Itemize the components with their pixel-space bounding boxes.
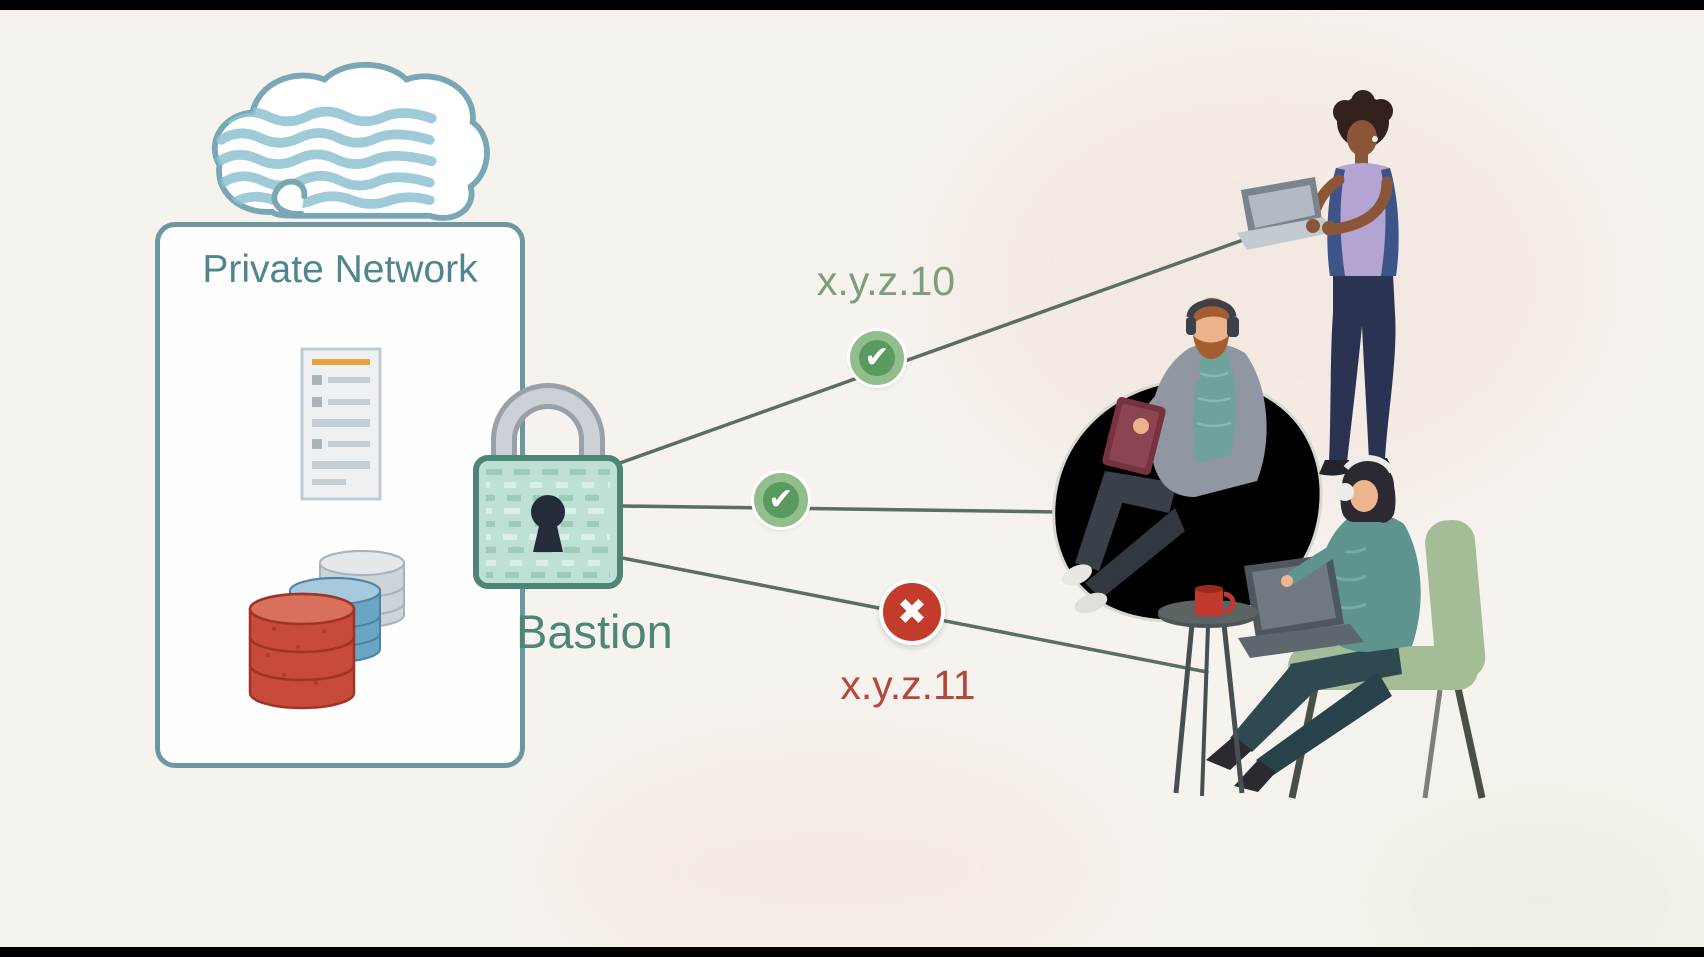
background-blob bbox=[540, 740, 1120, 957]
keyhole-icon bbox=[531, 495, 565, 529]
shoe bbox=[1234, 760, 1276, 792]
status-allowed-badge: ✔ bbox=[850, 331, 904, 385]
shoe bbox=[1319, 460, 1351, 476]
vest bbox=[1327, 168, 1345, 276]
sweater bbox=[1193, 351, 1236, 463]
cloud-stripes bbox=[214, 106, 437, 209]
sweater-pattern bbox=[1196, 371, 1232, 428]
letterbox-top bbox=[0, 0, 1704, 10]
laptop-icon bbox=[1238, 554, 1364, 658]
connection-line-allowed-2 bbox=[620, 504, 1064, 514]
hand bbox=[1306, 219, 1320, 233]
bastion-padlock-icon bbox=[473, 383, 623, 589]
database-red bbox=[248, 592, 356, 710]
earbud-icon bbox=[1372, 136, 1378, 142]
private-network-label: Private Network bbox=[202, 248, 478, 291]
beanbag-person-illustration bbox=[1052, 297, 1323, 623]
sneaker bbox=[1074, 592, 1108, 614]
shoe bbox=[1206, 736, 1252, 770]
person-legs bbox=[1206, 644, 1402, 792]
standing-person-illustration bbox=[1237, 90, 1399, 476]
connection-line-allowed-1 bbox=[618, 238, 1245, 465]
sneaker bbox=[1062, 564, 1092, 586]
person-legs bbox=[1062, 471, 1185, 614]
hand bbox=[1133, 418, 1149, 434]
bastion-label: Bastion bbox=[516, 605, 673, 658]
mug-icon bbox=[1195, 585, 1236, 616]
status-allowed-badge: ✔ bbox=[754, 473, 808, 527]
background-blob bbox=[1360, 800, 1704, 957]
letterbox-bottom bbox=[0, 947, 1704, 957]
side-table bbox=[1158, 600, 1258, 797]
leggings bbox=[1329, 274, 1396, 462]
cloud-icon bbox=[211, 61, 490, 221]
ip-label-denied: x.y.z.11 bbox=[840, 662, 976, 708]
chair-back bbox=[1425, 519, 1486, 681]
headphones-icon bbox=[1336, 455, 1395, 501]
tablet-icon bbox=[1102, 397, 1166, 475]
arm bbox=[1285, 537, 1353, 585]
database-texture bbox=[266, 627, 326, 685]
face bbox=[1347, 120, 1377, 156]
server-accent-bar bbox=[312, 359, 370, 365]
hand bbox=[1281, 575, 1293, 587]
check-icon: ✔ bbox=[768, 483, 794, 516]
server-rows bbox=[312, 375, 370, 485]
hand bbox=[1322, 221, 1336, 235]
cloud-curl bbox=[271, 178, 308, 217]
seated-person-illustration bbox=[1158, 455, 1486, 799]
cross-icon: ✖ bbox=[896, 591, 928, 632]
database-stack-icon bbox=[248, 550, 405, 710]
face bbox=[1350, 480, 1378, 512]
ip-label-allowed: x.y.z.10 bbox=[816, 258, 956, 304]
laptop-icon bbox=[1237, 177, 1335, 250]
server-icon bbox=[300, 347, 382, 501]
status-denied-badge: ✖ bbox=[879, 579, 945, 645]
headphones-icon bbox=[1186, 299, 1239, 337]
check-icon: ✔ bbox=[864, 341, 890, 374]
arm bbox=[1323, 176, 1393, 236]
beard bbox=[1193, 335, 1229, 359]
